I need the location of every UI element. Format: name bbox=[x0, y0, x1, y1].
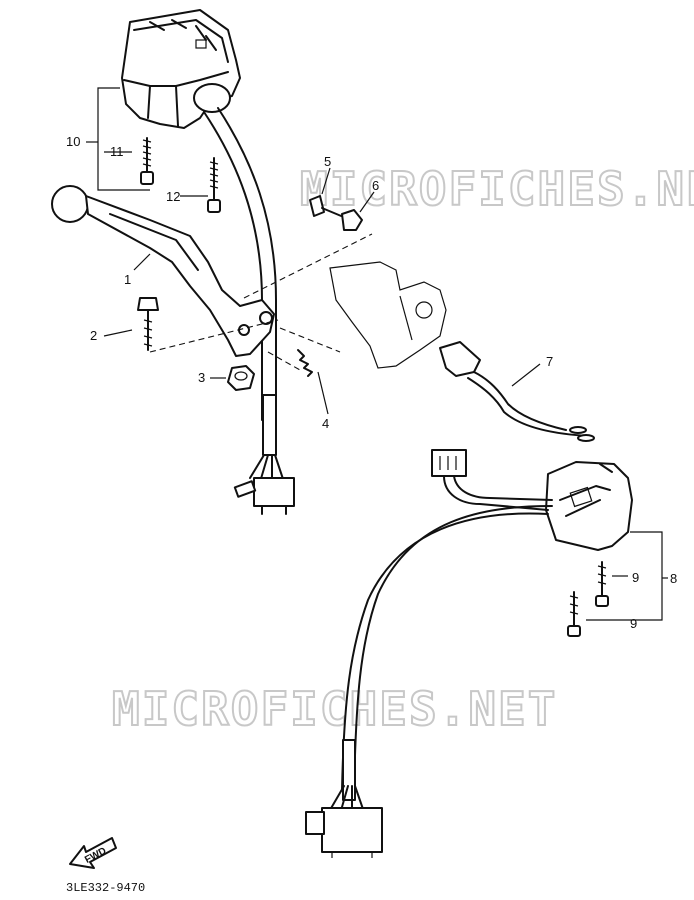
leader-5 bbox=[321, 167, 331, 195]
bolt-2 bbox=[137, 297, 159, 351]
callout-1: 1 bbox=[124, 272, 131, 287]
nut-3 bbox=[227, 365, 255, 391]
callout-7: 7 bbox=[546, 354, 553, 369]
callout-5: 5 bbox=[324, 154, 331, 169]
callout-2: 2 bbox=[90, 328, 97, 343]
right-harness bbox=[305, 449, 553, 858]
callout-bracket-8 bbox=[586, 531, 668, 621]
leader-6 bbox=[359, 191, 375, 213]
clutch-lever bbox=[51, 185, 275, 357]
left-harness bbox=[203, 107, 295, 515]
lever-bracket-outline bbox=[329, 261, 447, 369]
leader-2 bbox=[103, 329, 133, 337]
leader-4 bbox=[317, 371, 329, 415]
callout-4: 4 bbox=[322, 416, 329, 431]
callout-6: 6 bbox=[372, 178, 379, 193]
callout-8: 8 bbox=[670, 571, 677, 586]
clutch-switch-7 bbox=[439, 341, 595, 442]
forward-arrow-icon bbox=[69, 837, 117, 869]
screw-9-lower bbox=[567, 591, 581, 637]
callout-9-upper: 9 bbox=[632, 570, 639, 585]
left-switch-housing bbox=[121, 9, 241, 129]
drawing-code: 3LE332-9470 bbox=[66, 881, 145, 895]
watermark-top: MICROFICHES.NET bbox=[300, 162, 694, 216]
screw-12 bbox=[207, 157, 221, 213]
nut-6 bbox=[341, 209, 363, 231]
screw-11 bbox=[140, 137, 154, 185]
watermark-bottom: MICROFICHES.NET bbox=[112, 682, 557, 736]
screw-9-upper bbox=[595, 561, 609, 607]
callout-12: 12 bbox=[166, 189, 180, 204]
callout-11: 11 bbox=[110, 144, 124, 159]
callout-9-lower: 9 bbox=[630, 616, 637, 631]
phantom-lines bbox=[149, 233, 373, 371]
fwd-label: FWD bbox=[83, 846, 108, 866]
spring-4 bbox=[297, 349, 313, 377]
leader-1 bbox=[133, 253, 151, 271]
callout-10: 10 bbox=[66, 134, 80, 149]
leader-7 bbox=[511, 363, 541, 387]
right-switch-housing bbox=[545, 461, 633, 551]
callout-bracket-10 bbox=[86, 87, 208, 197]
callout-3: 3 bbox=[198, 370, 205, 385]
